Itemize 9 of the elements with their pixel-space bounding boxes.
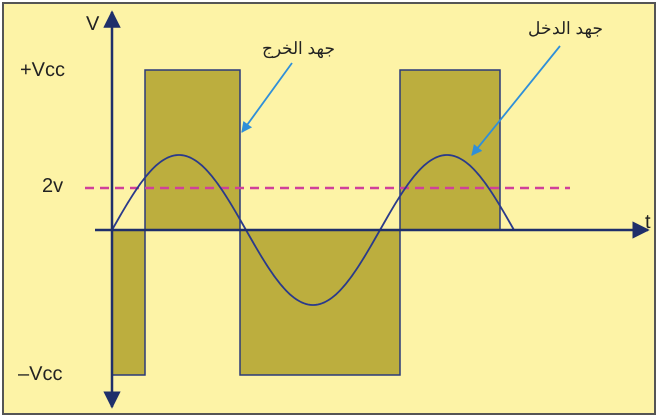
axis-label: V [86, 14, 100, 34]
axis-tick-label: –Vcc [18, 364, 62, 384]
axis-label: t [645, 212, 651, 232]
leader-line [241, 62, 293, 133]
axis-tick-label: 2v [42, 176, 64, 196]
axis-tick-label: +Vcc [20, 60, 66, 80]
curve-label: جهد الخرج [262, 40, 336, 57]
leader-line [471, 45, 561, 156]
curve-label: جهد الدخل [528, 20, 604, 37]
